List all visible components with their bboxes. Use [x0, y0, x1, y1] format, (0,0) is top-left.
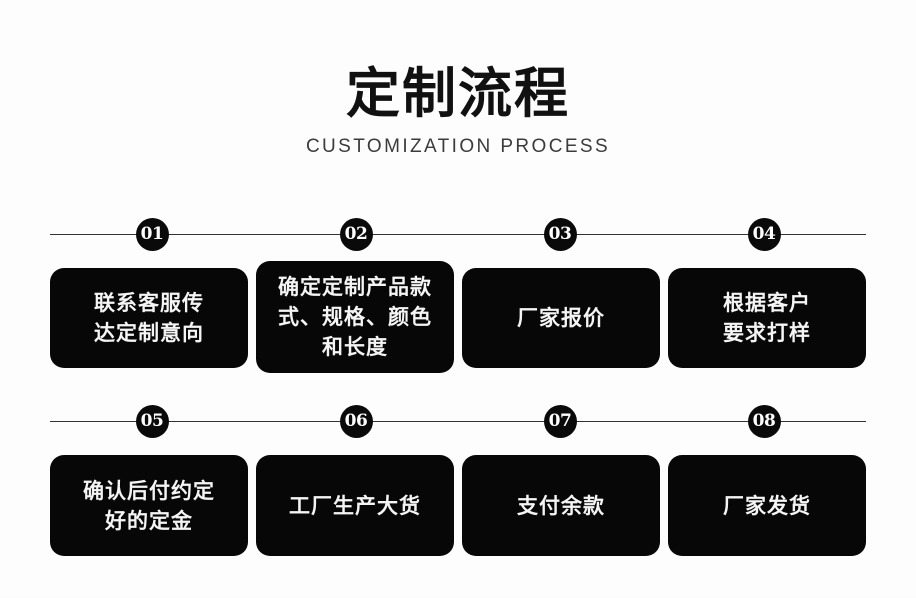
step-badge-07: 07	[543, 404, 577, 438]
badge-slot: 05	[50, 399, 254, 443]
step-card-01: 联系客服传 达定制意向	[50, 268, 248, 368]
step-badge-02: 02	[339, 217, 373, 251]
step-card-03: 厂家报价	[462, 268, 660, 368]
step-axis-row-1: 01 02 03 04	[50, 212, 866, 256]
step-badge-06: 06	[339, 404, 373, 438]
axis-line	[50, 421, 866, 422]
step-card-04: 根据客户 要求打样	[668, 268, 866, 368]
step-card-08: 厂家发货	[668, 455, 866, 556]
step-card-07: 支付余款	[462, 455, 660, 556]
page-title: 定制流程	[346, 62, 570, 125]
step-card-group-row-2: 确认后付约定 好的定金 工厂生产大货 支付余款 厂家发货	[50, 443, 866, 556]
badge-slot: 02	[254, 212, 458, 256]
badge-slot: 08	[662, 399, 866, 443]
axis-line	[50, 234, 866, 235]
step-badge-04: 04	[747, 217, 781, 251]
step-card-group-row-1: 联系客服传 达定制意向 确定定制产品款 式、规格、颜色 和长度 厂家报价 根据客…	[50, 256, 866, 373]
badge-slot: 03	[458, 212, 662, 256]
badge-slot: 07	[458, 399, 662, 443]
header: 定制流程 CUSTOMIZATION PROCESS	[0, 62, 916, 158]
step-badge-05: 05	[135, 404, 169, 438]
page-subtitle: CUSTOMIZATION PROCESS	[305, 136, 611, 157]
step-badge-03: 03	[543, 217, 577, 251]
badge-slot: 06	[254, 399, 458, 443]
process-row-2: 05 06 07 08 确认后付约定 好的定金 工厂生产大货 支付余款 厂家发货	[0, 399, 916, 556]
badge-slot: 01	[50, 212, 254, 256]
badge-track: 01 02 03 04	[50, 212, 866, 256]
clipped-bottom-strip	[0, 594, 916, 598]
badge-track: 05 06 07 08	[50, 399, 866, 443]
step-axis-row-2: 05 06 07 08	[50, 399, 866, 443]
step-badge-08: 08	[747, 404, 781, 438]
step-card-02: 确定定制产品款 式、规格、颜色 和长度	[256, 261, 454, 373]
step-badge-01: 01	[135, 217, 169, 251]
badge-slot: 04	[662, 212, 866, 256]
step-card-05: 确认后付约定 好的定金	[50, 455, 248, 556]
process-row-1: 01 02 03 04 联系客服传 达定制意向 确定定制产品款 式、规格、颜色 …	[0, 212, 916, 373]
step-card-06: 工厂生产大货	[256, 455, 454, 556]
